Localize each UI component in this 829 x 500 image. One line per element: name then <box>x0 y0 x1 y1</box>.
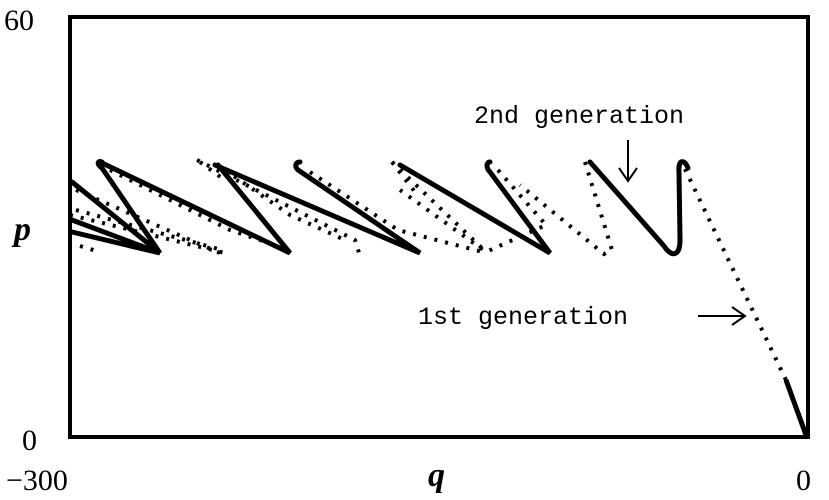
second-generation-dotted-4 <box>69 160 346 255</box>
second-generation-solid-1 <box>587 159 691 257</box>
annotation-first-generation: 1st generation <box>418 303 628 332</box>
x-tick-min: −300 <box>6 464 68 497</box>
plot-frame <box>68 15 810 439</box>
second-generation-solid-2 <box>397 159 553 256</box>
x-axis-label: q <box>428 457 445 494</box>
second-generation-dotted-1 <box>518 161 615 257</box>
second-generation-solid-6 <box>69 217 161 256</box>
y-axis-label: p <box>11 211 31 248</box>
first-generation-dotted <box>681 164 788 381</box>
arrow-down-icon <box>618 140 638 183</box>
annotation-second-generation: 2nd generation <box>474 102 684 131</box>
second-generation-solid-3 <box>212 159 422 256</box>
second-generation-solid-5 <box>69 159 163 255</box>
second-generation-dotted-3 <box>196 158 488 257</box>
plot-curves <box>69 158 809 436</box>
second-generation-solid-4 <box>97 159 292 256</box>
y-tick-max: 60 <box>4 4 34 37</box>
x-tick-max: 0 <box>796 464 811 497</box>
second-generation-dotted-5 <box>75 188 223 255</box>
y-tick-min: 0 <box>22 424 37 457</box>
arrow-right-icon <box>698 306 747 326</box>
first-generation-solid <box>783 379 809 436</box>
